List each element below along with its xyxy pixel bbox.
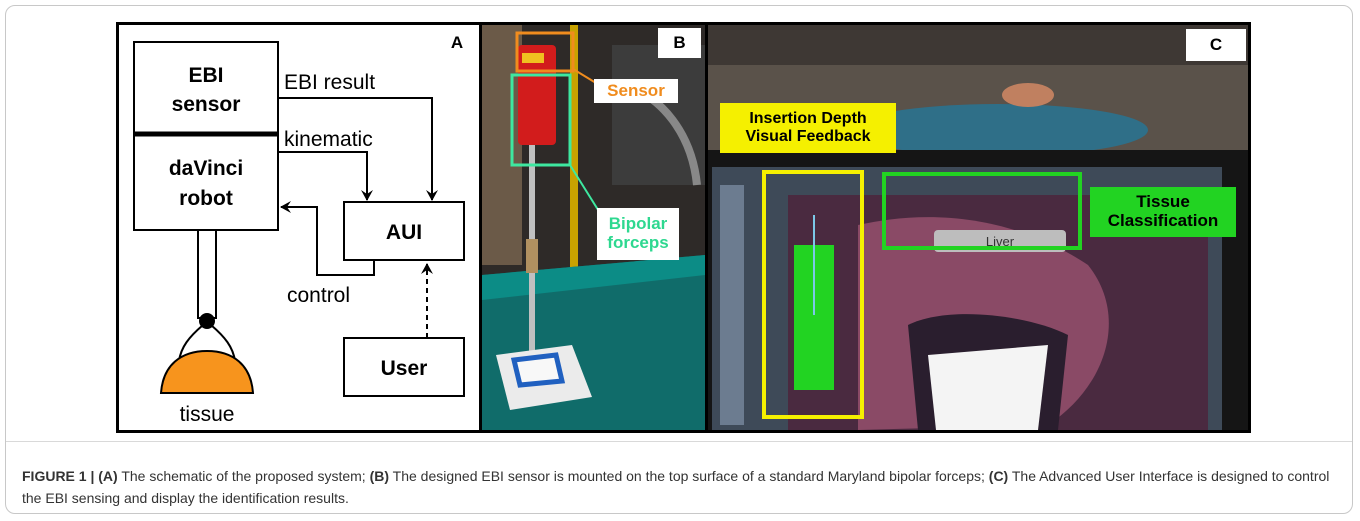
panel-letter-c: C: [1186, 29, 1246, 61]
caption-ref-a: (A): [98, 468, 118, 484]
control-arrow: [280, 201, 375, 276]
aui-box: [343, 201, 465, 261]
classification-callout-line1: Tissue: [1136, 192, 1190, 212]
panel-letter-b: B: [658, 28, 701, 58]
aui-label: AUI: [386, 221, 422, 244]
caption-figure-label: FIGURE 1 |: [22, 468, 95, 484]
ebi-result-arrow: [278, 97, 438, 201]
figure-image: EBI sensor daVinci robot AUI User EBI re…: [116, 22, 1251, 433]
forceps-highlight-box: [510, 73, 572, 167]
instrument-shaft: [197, 229, 217, 319]
caption-divider: [6, 441, 1352, 442]
classification-highlight-box: [882, 172, 1082, 250]
caption-ref-c: (C): [988, 468, 1009, 484]
sensor-callout: Sensor: [594, 79, 678, 103]
forceps-callout-line1: Bipolar: [608, 214, 668, 234]
screen-tag-liver: Liver: [986, 234, 1015, 249]
classification-callout-line2: Classification: [1107, 211, 1219, 230]
user-box: [343, 337, 465, 397]
figure-card: [5, 5, 1353, 514]
caption-ref-b: (B): [369, 468, 390, 484]
forceps-callout-line2: forceps: [607, 233, 669, 252]
sensor-box-line2: sensor: [172, 93, 241, 116]
caption-text-b: The designed EBI sensor is mounted on th…: [389, 468, 989, 484]
ebi-result-label: EBI result: [284, 71, 375, 94]
davinci-robot-box: [133, 133, 279, 231]
tissue-shape: [159, 349, 255, 394]
caption-text-a: The schematic of the proposed system;: [117, 468, 370, 484]
panel-c-photo: Liver C Insertion Depth Visual Feedback …: [708, 25, 1248, 430]
tissue-classification-callout: Tissue Classification: [1090, 187, 1236, 237]
tissue-label: tissue: [180, 403, 235, 426]
figure-caption: FIGURE 1 | (A) The schematic of the prop…: [22, 465, 1342, 509]
ebi-sensor-box: [133, 41, 279, 135]
control-label: control: [287, 284, 350, 307]
kinematic-label: kinematic: [284, 128, 373, 151]
sensor-box-line1: EBI: [188, 64, 223, 87]
user-label: User: [381, 357, 428, 380]
kinematic-arrow: [278, 151, 373, 201]
depth-callout-line2: Visual Feedback: [745, 128, 871, 145]
caption-text-c: The Advanced User Interface is designed …: [22, 468, 1330, 506]
forceps-callout: Bipolar forceps: [597, 208, 679, 260]
panel-b-photo: B Sensor Bipolar forceps: [482, 25, 705, 430]
sensor-highlight-box: [515, 31, 575, 73]
depth-feedback-callout: Insertion Depth Visual Feedback: [720, 103, 896, 153]
robot-box-line1: daVinci: [169, 157, 243, 180]
schematic-diagram: EBI sensor daVinci robot AUI User EBI re…: [133, 41, 465, 426]
forceps-photo: [482, 25, 705, 430]
panel-a-schematic: EBI sensor daVinci robot AUI User EBI re…: [119, 25, 479, 430]
depth-highlight-box: [762, 170, 864, 419]
interface-photo: Liver: [708, 25, 1248, 430]
depth-callout-line1: Insertion Depth: [749, 110, 867, 128]
robot-box-line2: robot: [179, 187, 233, 210]
panel-letter-a: A: [439, 29, 475, 57]
